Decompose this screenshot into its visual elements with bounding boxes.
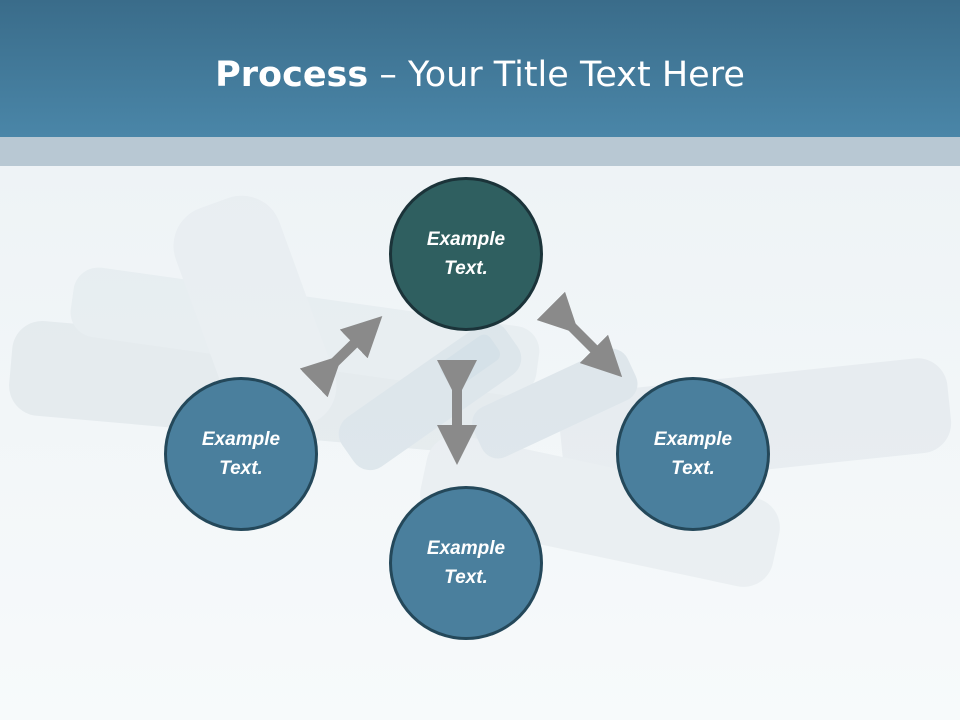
node-left: Example Text.	[164, 377, 318, 531]
node-top-text: Example Text.	[426, 229, 506, 279]
node-right: Example Text.	[616, 377, 770, 531]
arrow-top-left	[299, 316, 383, 398]
title-bold: Process	[215, 55, 369, 95]
slide-title: Process – Your Title Text Here	[0, 52, 960, 98]
node-bottom-text: Example Text.	[426, 538, 506, 588]
node-left-text: Example Text.	[201, 429, 281, 479]
header-bar	[0, 0, 960, 137]
node-right-text: Example Text.	[653, 429, 733, 479]
node-top: Example Text.	[389, 177, 543, 331]
node-bottom: Example Text.	[389, 486, 543, 640]
arrow-top-right	[536, 291, 623, 378]
title-rest: – Your Title Text Here	[368, 55, 745, 95]
header-band	[0, 137, 960, 166]
